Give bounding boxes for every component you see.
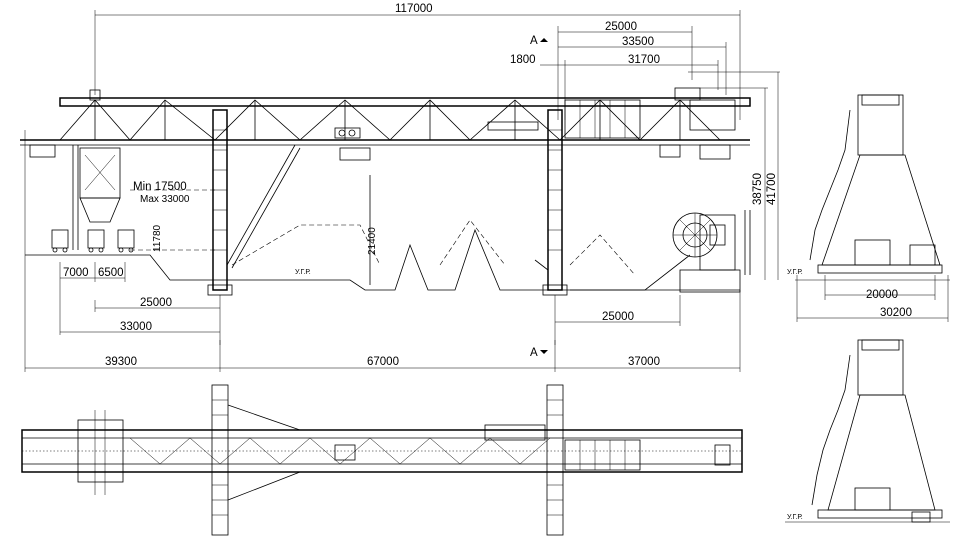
dim-20000: 20000: [866, 289, 898, 301]
ground-level-section: У.Г.Р.: [787, 269, 803, 276]
dim-33000: 33000: [120, 321, 152, 333]
section-arrow-top: [540, 38, 548, 42]
discharge-hopper: [72, 145, 121, 250]
dim-33500: 33500: [622, 36, 654, 48]
dim-25000-right: 25000: [602, 311, 634, 323]
dim-21400: 21400: [367, 227, 378, 255]
left-support-leg: [207, 109, 301, 345]
dim-6500: 6500: [98, 267, 124, 279]
dim-41700: 41700: [766, 173, 778, 205]
dim-7000: 7000: [63, 267, 89, 279]
dim-38750: 38750: [752, 173, 764, 205]
ground-level-main: У.Г.Р.: [295, 269, 311, 276]
dim-1800: 1800: [510, 54, 536, 66]
dim-31700: 31700: [628, 54, 660, 66]
boom-max-label: Max 33000: [140, 194, 190, 205]
dim-11780: 11780: [152, 224, 163, 252]
boom-dash-lines: [130, 189, 215, 251]
dim-25000-left: 25000: [140, 297, 172, 309]
section-view-top: [795, 94, 950, 322]
dim-overall-length: 117000: [395, 3, 433, 15]
ground-level-bottom-section: У.Г.Р.: [787, 514, 803, 521]
dim-67000: 67000: [367, 356, 399, 368]
dim-30200: 30200: [880, 307, 912, 319]
lower-dimension-lines: [24, 130, 741, 372]
main-truss-girder: [20, 87, 751, 161]
dim-37000: 37000: [628, 356, 660, 368]
dim-39300: 39300: [105, 356, 137, 368]
top-dimension-lines: [94, 10, 780, 280]
dim-25000-top: 25000: [605, 21, 637, 33]
section-arrow-bottom: [540, 350, 548, 354]
boom-min-label: Min 17500: [133, 181, 187, 193]
railway-wagons: [51, 229, 135, 253]
bucket-wheel: [560, 210, 751, 293]
section-marker-bottom: A: [530, 347, 538, 359]
section-marker-top: A: [530, 35, 538, 47]
section-view-bottom: [785, 339, 950, 523]
right-support-leg: [534, 109, 568, 345]
plan-view: [21, 384, 743, 536]
